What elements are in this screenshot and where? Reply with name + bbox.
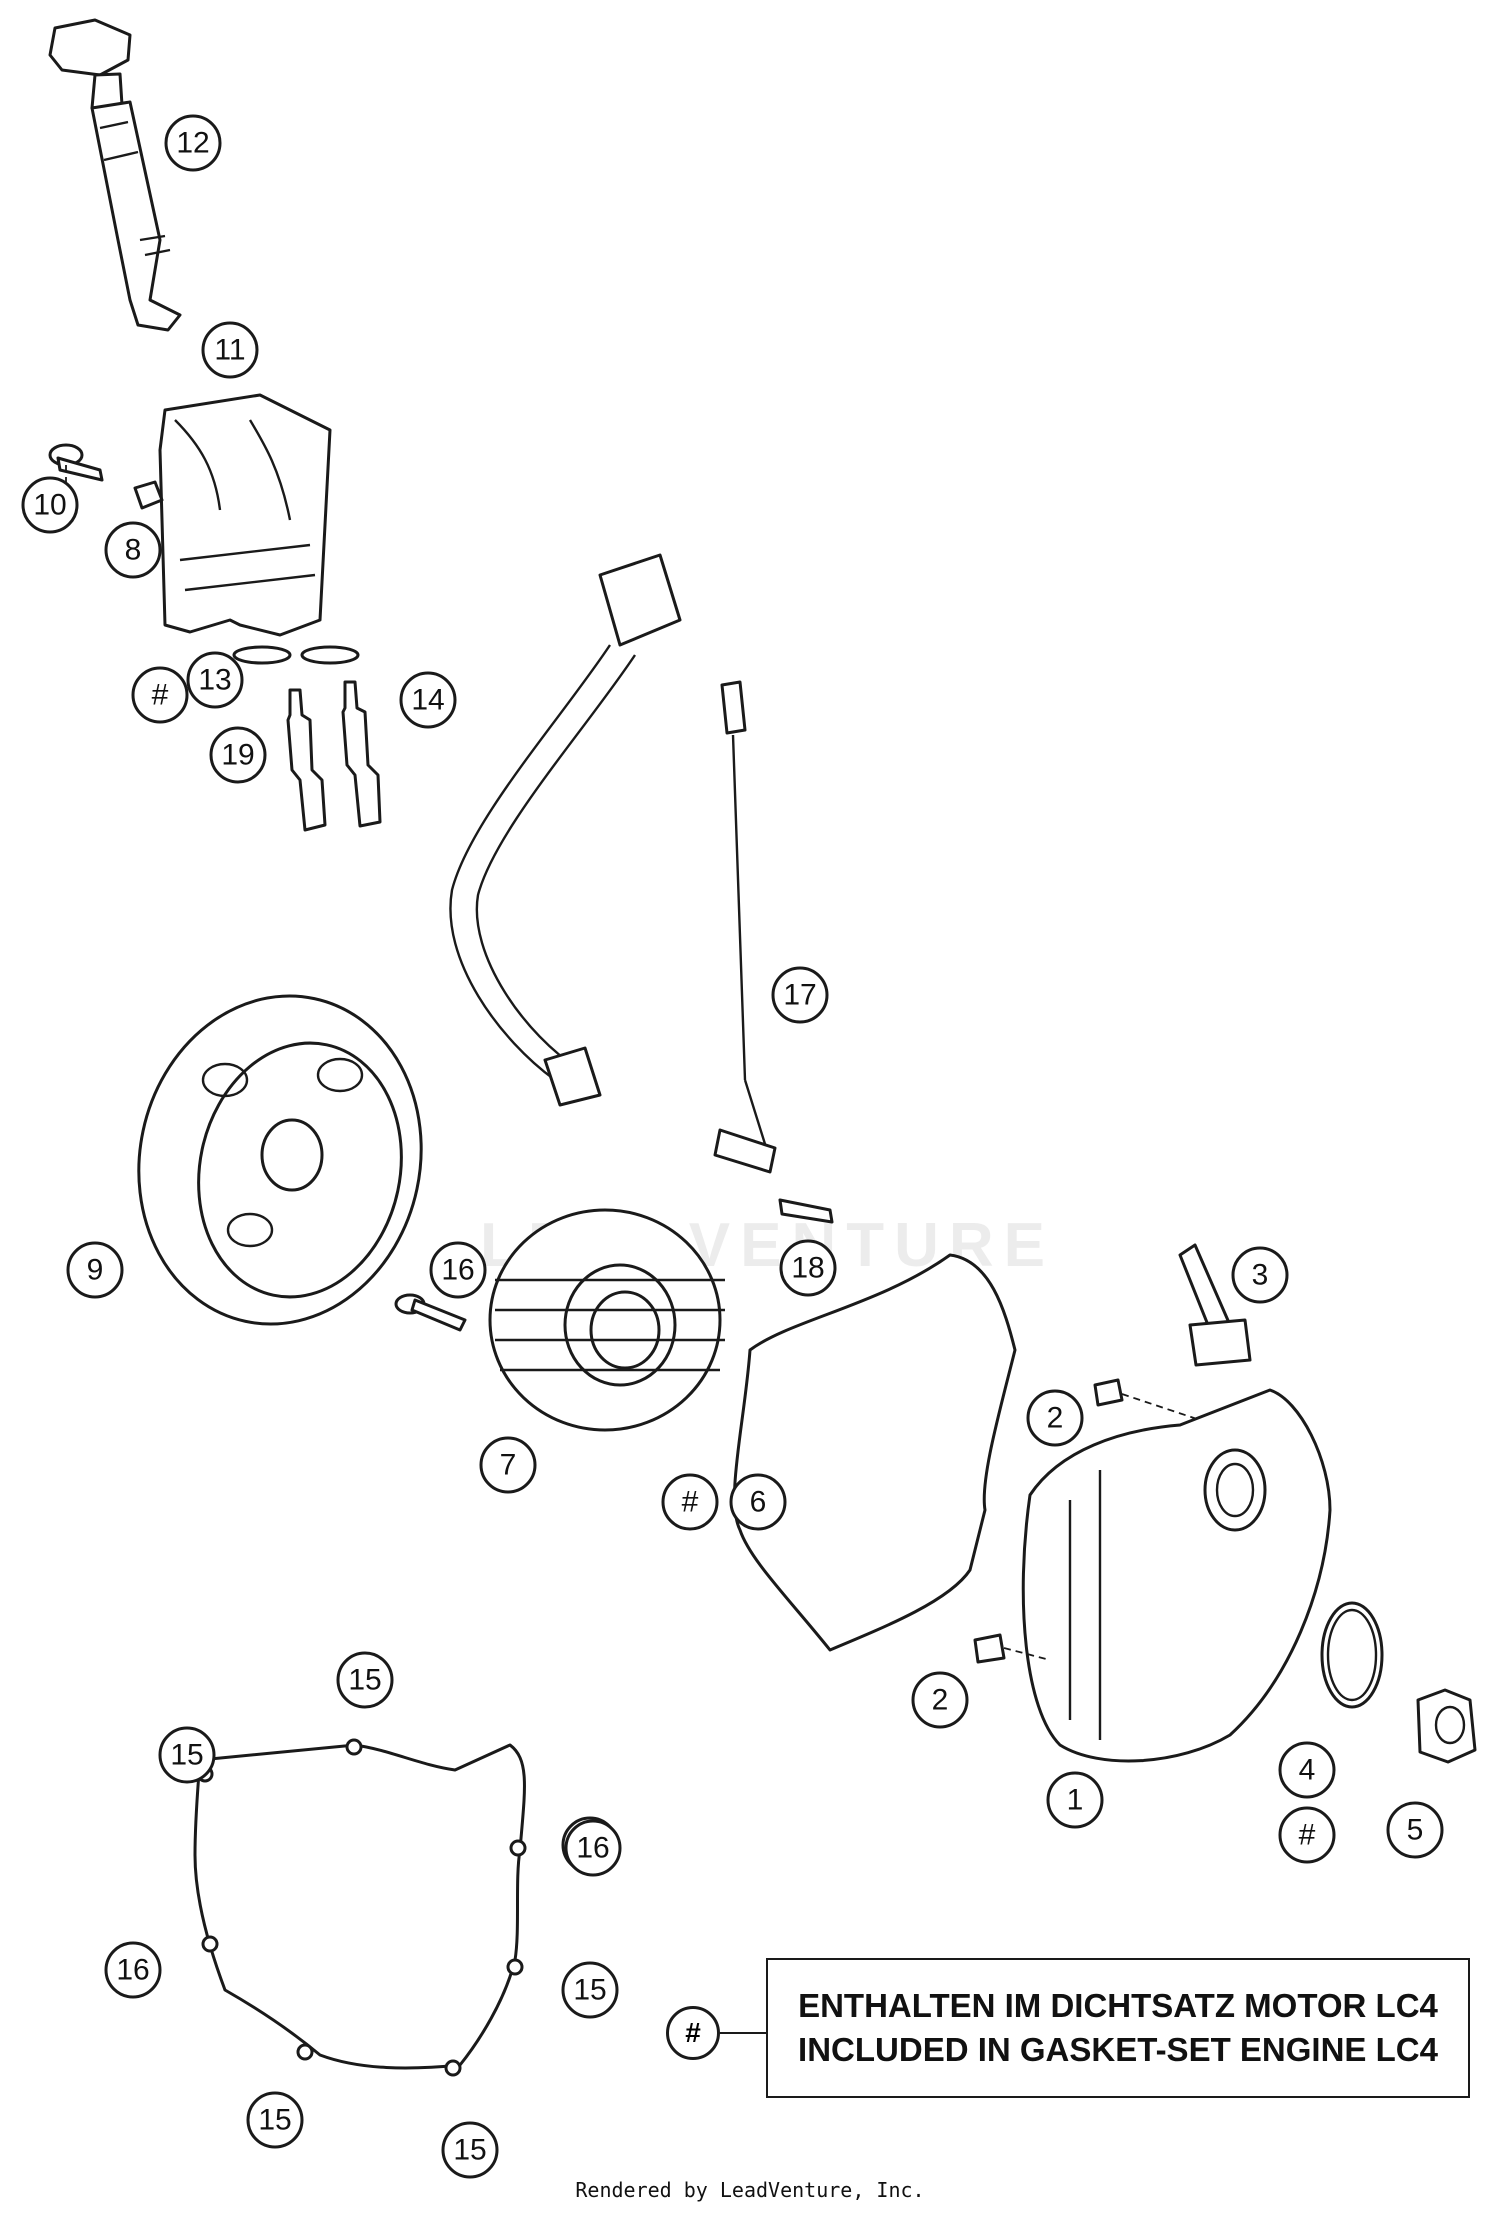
callout-label: 3 — [1252, 1259, 1269, 1292]
part-number-callout: 15 — [441, 2121, 499, 2179]
callout-label: 15 — [573, 1974, 606, 2007]
callout-label: # — [682, 1486, 699, 1519]
part-number-callout: 1 — [1046, 1771, 1104, 1829]
bolt-part — [778, 1198, 834, 1224]
part-number-callout: 17 — [771, 966, 829, 1024]
gasket-part — [733, 1253, 1017, 1652]
callout-label: 7 — [500, 1449, 517, 1482]
legend-text-german: ENTHALTEN IM DICHTSATZ MOTOR LC4 — [798, 1987, 1438, 2024]
stator-part — [488, 1208, 725, 1432]
part-number-callout: 15 — [158, 1726, 216, 1784]
callout-label: 11 — [214, 334, 245, 367]
o-ring-part — [1320, 1601, 1384, 1709]
callout-layer: 12234#5#6789101112#131415151515151516161… — [21, 114, 1444, 2179]
legend-connector-line — [720, 2032, 766, 2034]
clip-part — [1178, 1243, 1252, 1367]
callout-label: 4 — [1299, 1754, 1316, 1787]
callout-label: # — [152, 679, 169, 712]
callout-label: 15 — [348, 1664, 381, 1697]
callout-label: 16 — [441, 1254, 474, 1287]
part-number-callout: 3 — [1231, 1246, 1289, 1304]
part-number-callout: 15 — [561, 1961, 619, 2019]
callout-label: 1 — [1067, 1784, 1084, 1817]
part-number-callout: 16 — [104, 1941, 162, 1999]
flywheel-part — [137, 994, 423, 1326]
bolt-part — [48, 443, 104, 482]
generator-cover-part — [1021, 1388, 1332, 1763]
part-number-callout: 12 — [164, 114, 222, 172]
callout-label: 16 — [576, 1832, 609, 1865]
callout-label: 9 — [87, 1254, 104, 1287]
callout-label: 6 — [750, 1486, 767, 1519]
part-number-callout: 7 — [479, 1436, 537, 1494]
gasket-set-marker-callout: # — [661, 1473, 719, 1531]
part-number-callout: 9 — [66, 1241, 124, 1299]
legend-text-english: INCLUDED IN GASKET-SET ENGINE LC4 — [798, 2031, 1438, 2068]
dowel-pin-part — [1093, 1378, 1124, 1407]
callout-label: 18 — [791, 1252, 824, 1285]
callout-label: 13 — [198, 664, 231, 697]
part-number-callout: 13 — [186, 651, 244, 709]
cover-gasket-outline — [193, 1738, 527, 2077]
sensor-cable-part — [713, 680, 777, 1174]
part-number-callout: 5 — [1386, 1801, 1444, 1859]
part-number-callout: 15 — [336, 1651, 394, 1709]
part-number-callout: 19 — [209, 726, 267, 784]
bolt-part — [394, 1293, 467, 1332]
legend-marker-symbol: # — [666, 2006, 720, 2060]
callout-label: 10 — [33, 489, 66, 522]
gasket-set-marker-callout: # — [131, 666, 189, 724]
callout-label: 17 — [783, 979, 816, 1012]
part-number-callout: 2 — [911, 1671, 969, 1729]
part-number-callout: 11 — [201, 321, 259, 379]
part-number-callout: 10 — [21, 476, 79, 534]
footer-credit: Rendered by LeadVenture, Inc. — [575, 2178, 925, 2202]
spark-plug-part — [286, 688, 327, 832]
part-number-callout: 6 — [729, 1473, 787, 1531]
legend-box: ENTHALTEN IM DICHTSATZ MOTOR LC4 INCLUDE… — [766, 1958, 1470, 2098]
ignition-coil-part — [48, 18, 182, 332]
callout-label: 15 — [170, 1739, 203, 1772]
part-number-callout: 16 — [564, 1819, 622, 1877]
callout-label: 14 — [411, 684, 444, 717]
part-number-callout: 8 — [104, 521, 162, 579]
part-number-callout: 18 — [779, 1239, 837, 1297]
part-number-callout: 4 — [1278, 1741, 1336, 1799]
dowel-pin-part — [973, 1633, 1006, 1664]
callout-label: 5 — [1407, 1814, 1424, 1847]
plug-screw-part — [1416, 1688, 1477, 1764]
part-number-callout: 14 — [399, 671, 457, 729]
part-number-callout: 2 — [1026, 1389, 1084, 1447]
spark-plug-part — [341, 680, 382, 828]
stator-wiring-part — [449, 553, 682, 1107]
callout-label: 15 — [453, 2134, 486, 2167]
callout-label: 8 — [125, 534, 142, 567]
callout-label: # — [1299, 1819, 1316, 1852]
callout-label: 2 — [1047, 1402, 1064, 1435]
part-number-callout: 16 — [429, 1241, 487, 1299]
gasket-set-marker-callout: # — [1278, 1806, 1336, 1864]
nut-part — [133, 480, 164, 510]
callout-label: 2 — [932, 1684, 949, 1717]
callout-label: 16 — [116, 1954, 149, 1987]
coil-holder-part — [158, 393, 360, 665]
callout-label: 12 — [176, 127, 209, 160]
callout-label: 19 — [221, 739, 254, 772]
callout-label: 15 — [258, 2104, 291, 2137]
part-number-callout: 15 — [246, 2091, 304, 2149]
